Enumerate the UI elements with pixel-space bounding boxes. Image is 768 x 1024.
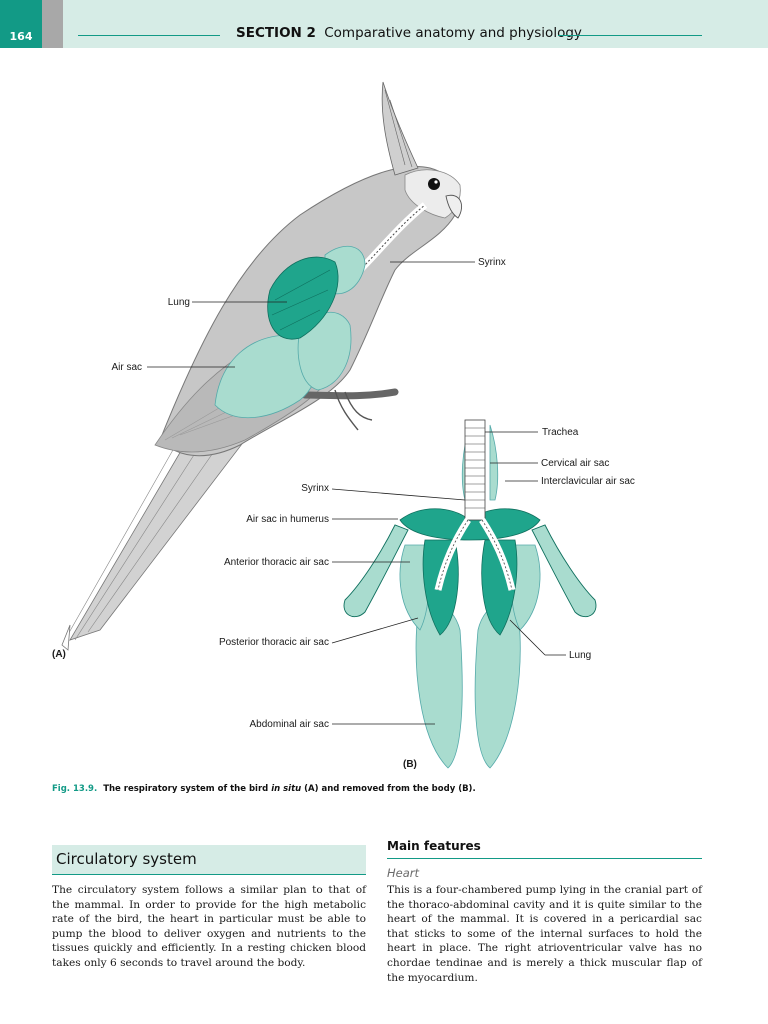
caption-text-italic: in situ: [271, 784, 302, 794]
label-b-interclavicular-air-sac: Interclavicular air sac: [541, 476, 635, 487]
label-b-cervical-air-sac: Cervical air sac: [541, 458, 609, 469]
header-grey-tab: [42, 0, 63, 48]
figure-caption: Fig. 13.9. The respiratory system of the …: [52, 784, 712, 794]
label-b-air-sac-in-humerus: Air sac in humerus: [246, 514, 329, 525]
heart-subheading: Heart: [387, 866, 420, 880]
header-rule-left: [78, 35, 220, 36]
panel-b-label: (B): [403, 759, 417, 770]
respiratory-figure: Syrinx Lung Air sac (A): [52, 81, 635, 770]
label-b-trachea: Trachea: [542, 427, 579, 438]
page-number: 164: [9, 30, 33, 43]
caption-text-start: The respiratory system of the bird: [103, 784, 272, 794]
bird-illustration: [61, 81, 475, 651]
running-header: [0, 0, 768, 48]
main-features-heading: Main features: [387, 839, 481, 853]
section-name: Comparative anatomy and physiology: [324, 25, 582, 41]
label-b-posterior-thoracic-air-sac: Posterior thoracic air sac: [219, 637, 329, 648]
label-a-lung: Lung: [168, 297, 190, 308]
circulatory-heading-box: Circulatory system: [52, 845, 366, 875]
circulatory-heading: Circulatory system: [56, 850, 197, 868]
main-features-rule: [387, 858, 702, 859]
section-label: SECTION 2: [236, 25, 316, 41]
panel-a-label: (A): [52, 649, 66, 660]
respiratory-system-illustration: [331, 419, 597, 769]
heart-paragraph: This is a four-chambered pump lying in t…: [387, 884, 702, 984]
label-b-lung: Lung: [569, 650, 591, 661]
label-b-anterior-thoracic-air-sac: Anterior thoracic air sac: [224, 557, 329, 568]
label-a-syrinx: Syrinx: [478, 257, 506, 268]
header-rule-right: [558, 35, 702, 36]
section-title: SECTION 2 Comparative anatomy and physio…: [236, 25, 582, 41]
page-number-box: [0, 0, 42, 48]
figure-number: Fig. 13.9.: [52, 784, 98, 794]
label-b-syrinx: Syrinx: [301, 483, 329, 494]
caption-text-end: (A) and removed from the body (B).: [301, 784, 476, 794]
label-a-air-sac: Air sac: [111, 362, 142, 373]
circulatory-paragraph: The circulatory system follows a similar…: [52, 884, 366, 969]
label-b-abdominal-air-sac: Abdominal air sac: [250, 719, 329, 730]
